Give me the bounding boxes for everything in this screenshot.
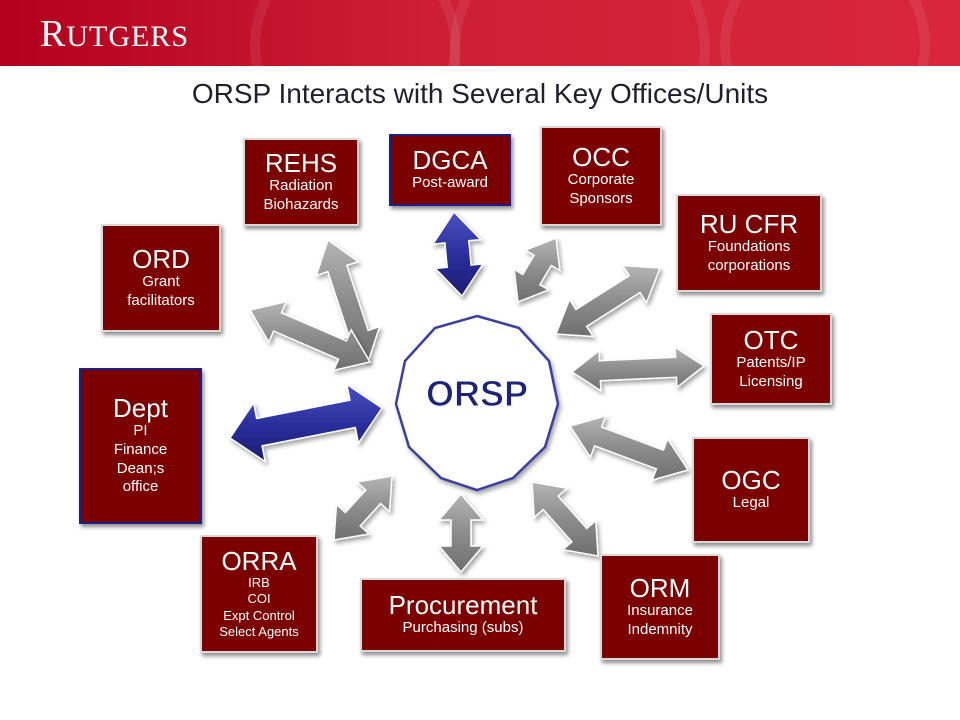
seal-watermark	[450, 0, 710, 66]
unit-box-ru-cfr[interactable]: RU CFR Foundations corporations	[676, 194, 822, 292]
unit-box-dept[interactable]: Dept PI Finance Dean;s office	[79, 368, 202, 524]
arrow-rucfr	[554, 264, 662, 338]
unit-detail: COI	[247, 591, 271, 607]
unit-detail: Post-award	[412, 174, 488, 192]
header-banner: RUTGERS	[0, 0, 960, 66]
slide-title: ORSP Interacts with Several Key Offices/…	[191, 78, 769, 109]
unit-name: DGCA	[412, 144, 488, 175]
unit-detail: Dean;s	[116, 459, 165, 477]
unit-detail: facilitators	[127, 291, 195, 309]
orsp-hub	[394, 314, 560, 492]
rutgers-logo[interactable]: RUTGERS	[40, 13, 190, 55]
unit-box-occ[interactable]: OCC Corporate Sponsors	[540, 126, 662, 226]
unit-box-ord[interactable]: ORD Grant facilitators	[101, 224, 221, 332]
unit-name: OCC	[572, 141, 630, 172]
orsp-label: ORSP	[425, 373, 529, 415]
unit-box-otc[interactable]: OTC Patents/IP Licensing	[710, 313, 832, 405]
unit-box-dgca[interactable]: DGCA Post-award	[389, 134, 511, 206]
unit-detail: Insurance	[627, 601, 693, 619]
unit-detail: office	[122, 478, 159, 496]
seal-watermark	[720, 0, 930, 66]
unit-name: RU CFR	[699, 208, 799, 239]
arrow-dgca	[431, 210, 485, 298]
unit-box-rehs[interactable]: REHS Radiation Biohazards	[243, 138, 359, 226]
arrow-orra	[333, 475, 393, 541]
unit-name: REHS	[264, 147, 338, 178]
unit-detail: Licensing	[739, 372, 803, 390]
unit-box-procurement[interactable]: Procurement Purchasing (subs)	[360, 578, 566, 652]
unit-detail: Purchasing (subs)	[402, 619, 524, 637]
unit-name: Procurement	[388, 589, 538, 620]
unit-detail: Select Agents	[219, 623, 299, 639]
unit-detail: Foundations	[707, 237, 791, 255]
arrow-dept	[228, 382, 384, 464]
unit-detail: Patents/IP	[736, 353, 806, 371]
unit-detail: IRB	[248, 575, 270, 591]
unit-box-orm[interactable]: ORM Insurance Indemnity	[600, 554, 720, 660]
unit-name: ORM	[629, 572, 691, 603]
unit-name: OTC	[743, 324, 799, 355]
unit-detail: Indemnity	[627, 620, 693, 638]
unit-detail: Finance	[113, 440, 168, 458]
unit-detail: PI	[133, 422, 148, 440]
arrow-orm	[531, 481, 599, 557]
unit-detail: Expt Control	[223, 607, 295, 623]
arrow-otc	[570, 345, 706, 393]
arrow-ord	[248, 300, 372, 372]
unit-name: ORD	[132, 243, 190, 274]
unit-name: OGC	[721, 464, 781, 495]
unit-detail: Biohazards	[263, 195, 339, 213]
unit-detail: Grant	[142, 272, 180, 290]
unit-detail: Radiation	[269, 176, 333, 194]
arrow-occ	[513, 236, 561, 304]
unit-detail: Legal	[732, 494, 770, 512]
unit-detail: Sponsors	[569, 189, 633, 207]
arrow-ogc	[568, 414, 690, 482]
unit-detail: corporations	[707, 256, 791, 274]
arrow-procurement	[437, 492, 485, 574]
unit-detail: Corporate	[567, 170, 635, 188]
unit-name: ORRA	[221, 545, 297, 576]
unit-box-orra[interactable]: ORRA IRB COI Expt Control Select Agents	[200, 535, 318, 653]
unit-name: Dept	[113, 392, 168, 423]
unit-box-ogc[interactable]: OGC Legal	[692, 437, 810, 543]
